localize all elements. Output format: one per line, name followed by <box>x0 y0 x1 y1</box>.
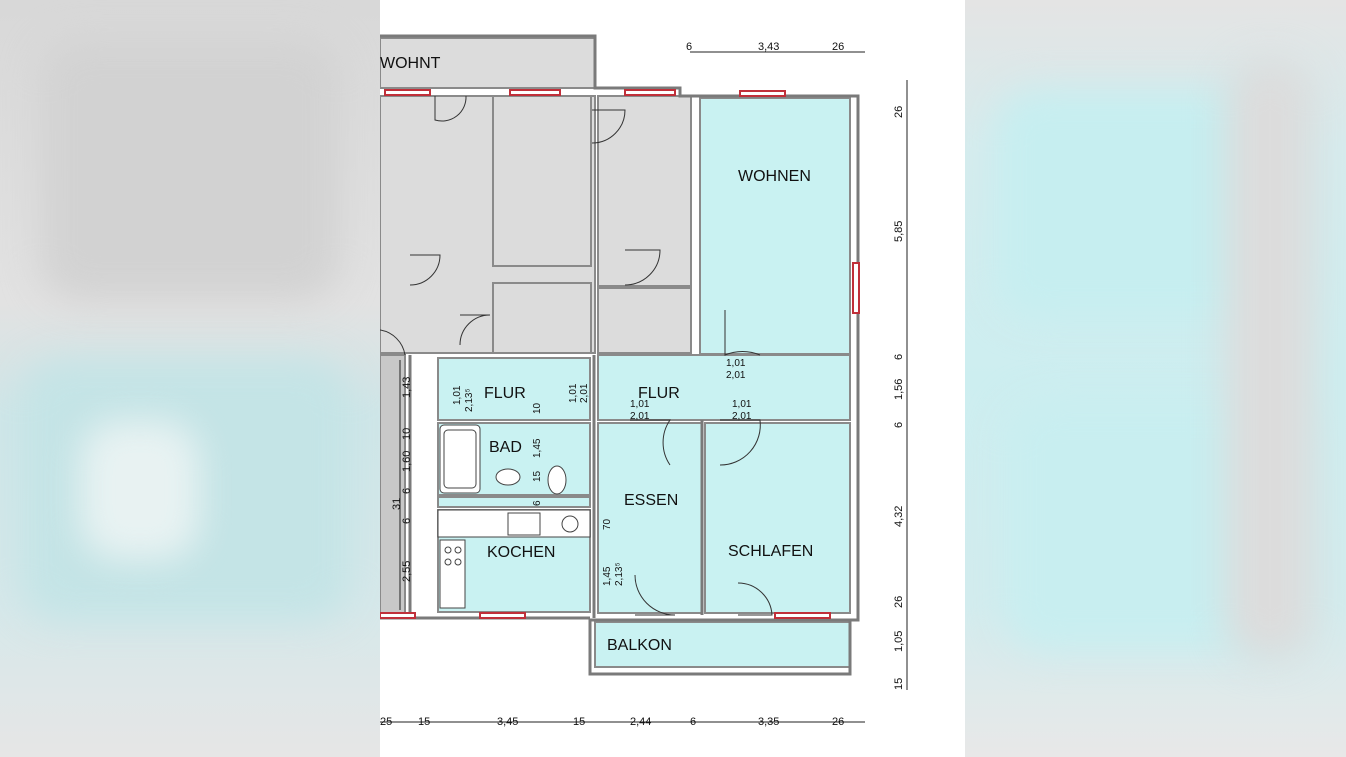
room-label-essen: ESSEN <box>624 492 678 509</box>
dim-door-flur-b-h: 2,01 <box>579 383 590 403</box>
dim-top-1: 6 <box>686 41 692 53</box>
room-schlafen <box>704 422 851 614</box>
dim-door-flur-a-w: 1,01 <box>452 385 463 405</box>
dim-right-4: 1,56 <box>893 379 905 400</box>
dim-bottom-6: 6 <box>690 716 696 728</box>
room-label-kochen: KOCHEN <box>487 544 555 561</box>
room-label-flur-left: FLUR <box>484 385 526 402</box>
dim-door-flur-b-w: 1,01 <box>568 383 579 403</box>
dim-door-wohnen-w: 1,01 <box>726 358 746 369</box>
floor-plan: WOHNT WOHNEN FLUR FLUR BAD ESSEN KOCHEN … <box>380 0 965 757</box>
dim-left-5: 31 <box>391 498 403 510</box>
sink <box>495 468 521 486</box>
dim-bottom-8: 26 <box>832 716 844 728</box>
dim-right-1: 26 <box>893 106 905 118</box>
apartment-rooms <box>437 97 851 668</box>
dim-bottom-5: 2,44 <box>630 716 651 728</box>
room-essen <box>597 422 703 614</box>
dim-top-3: 26 <box>832 41 844 53</box>
dim-left-7: 2,55 <box>401 561 413 582</box>
room-flur-left <box>437 357 591 421</box>
dim-bottom-1: 25 <box>380 716 392 728</box>
dim-left-2: 10 <box>401 428 413 440</box>
dim-bottom-7: 3,35 <box>758 716 779 728</box>
dim-right-7: 26 <box>893 596 905 608</box>
dim-door-essen-h: 2,01 <box>630 411 650 422</box>
dim-door-flur-a-h: 2,13⁵ <box>464 388 475 412</box>
dim-right-2: 5,85 <box>893 221 905 242</box>
blurred-background-right <box>965 0 1346 757</box>
doors <box>380 95 773 616</box>
dim-kochen-145: 1,45 <box>602 566 613 586</box>
room-hall-strip <box>437 496 591 508</box>
room-balkon <box>594 621 851 668</box>
room-label-wohnen: WOHNEN <box>738 168 811 185</box>
blurred-background-left <box>0 0 380 757</box>
dim-kochen-70: 70 <box>602 518 613 530</box>
dim-left-4: 6 <box>401 488 413 494</box>
dim-bad-145: 1,45 <box>532 438 543 458</box>
dim-bottom-3: 3,45 <box>497 716 518 728</box>
room-label-balkon: BALKON <box>607 637 672 654</box>
dim-left-6: 6 <box>401 518 413 524</box>
dim-bad-10: 10 <box>532 402 543 414</box>
dim-right-9: 15 <box>893 678 905 690</box>
room-label-schlafen: SCHLAFEN <box>728 543 813 560</box>
dim-bottom-4: 15 <box>573 716 585 728</box>
dim-door-wohnen-h: 2,01 <box>726 370 746 381</box>
dim-left-1: 1,43 <box>401 377 413 398</box>
fixtures <box>437 424 591 609</box>
dim-kochen-213: 2,13⁵ <box>614 562 625 586</box>
dim-right-3: 6 <box>893 354 905 360</box>
dim-right-8: 1,05 <box>893 631 905 652</box>
dim-bad-15: 15 <box>532 470 543 482</box>
dim-bottom-2: 15 <box>418 716 430 728</box>
room-label-wohnt: WOHNT <box>380 55 441 72</box>
dim-left-3: 1,60 <box>401 451 413 472</box>
windows <box>380 89 860 619</box>
kitchen-sink <box>507 512 541 536</box>
neighbour-apartment <box>380 37 692 616</box>
dim-right-5: 6 <box>893 422 905 428</box>
room-label-flur-right: FLUR <box>638 385 680 402</box>
room-wohnen <box>699 97 851 355</box>
dim-door-schlafen-h: 2,01 <box>732 411 752 422</box>
dim-bad-6: 6 <box>532 500 543 506</box>
dimension-lines <box>380 51 908 723</box>
room-label-bad: BAD <box>489 439 522 456</box>
dim-top-2: 3,43 <box>758 41 779 53</box>
toilet <box>547 465 567 495</box>
dim-door-schlafen-w: 1,01 <box>732 399 752 410</box>
dim-door-essen-w: 1,01 <box>630 399 650 410</box>
dim-right-6: 4,32 <box>893 506 905 527</box>
